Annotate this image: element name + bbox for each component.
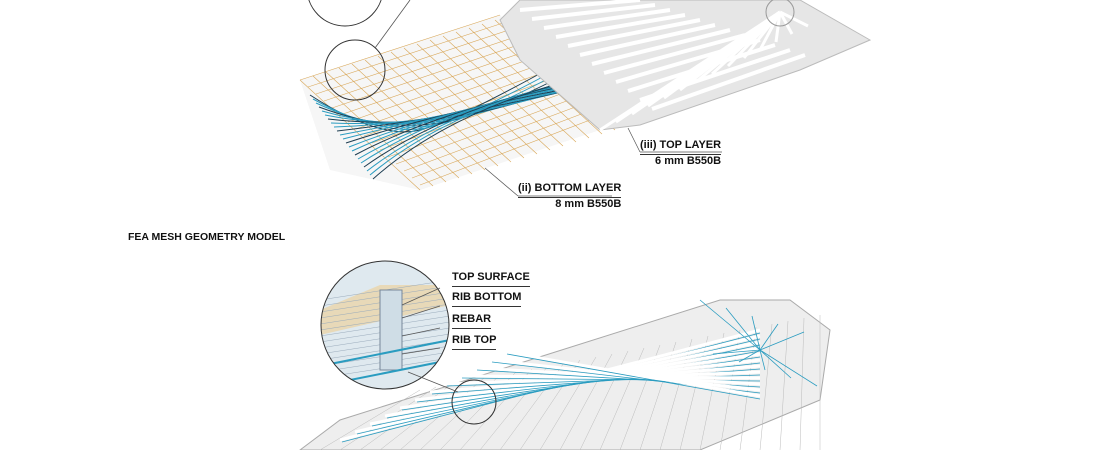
label-rebar: REBAR (452, 313, 492, 329)
ribbed-slab-drawing (499, 0, 872, 132)
detail-circle-top (308, 0, 382, 27)
detail-circle-small (451, 379, 497, 425)
bottom-layer-title: (ii) BOTTOM LAYER (518, 182, 622, 198)
detail-circle-mesh (324, 39, 386, 101)
section-heading: FEA MESH GEOMETRY MODEL (128, 231, 286, 243)
section-detail-circle (320, 260, 450, 390)
top-layer-label: (iii) TOP LAYER 6 mm B550B (640, 139, 722, 168)
label-rib-bottom: RIB BOTTOM (452, 291, 522, 307)
top-layer-spec: 6 mm B550B (655, 155, 722, 167)
top-layer-title: (iii) TOP LAYER (640, 139, 722, 155)
bottom-layer-spec: 8 mm B550B (555, 198, 622, 210)
fea-mesh-drawing (299, 299, 831, 450)
label-rib-top: RIB TOP (452, 334, 497, 350)
label-top-surface: TOP SURFACE (452, 271, 530, 287)
bottom-layer-label: (ii) BOTTOM LAYER 8 mm B550B (518, 182, 622, 211)
leader-lines (401, 127, 722, 355)
